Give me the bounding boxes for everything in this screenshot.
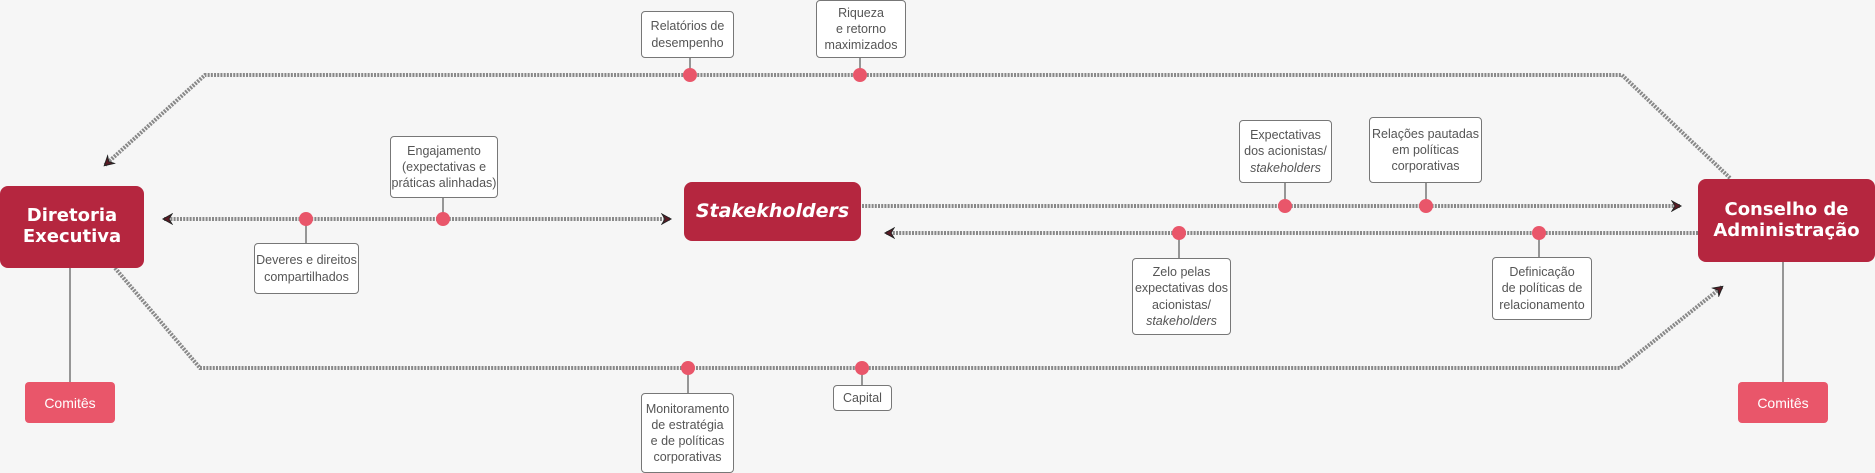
label-relatorios-line1: Relatórios de [650, 19, 725, 34]
label-relacoes: Relações pautadas em políticas corporati… [1369, 117, 1482, 183]
dot-monitoramento [681, 361, 695, 375]
dot-riqueza [853, 68, 867, 82]
label-expectativas-line1: Expectativas [1250, 128, 1321, 143]
label-riqueza-line1: Riqueza [838, 5, 884, 20]
dot-relatorios [683, 68, 697, 82]
dot-engajamento [436, 212, 450, 226]
label-engajamento-line3: práticas alinhadas) [391, 176, 497, 191]
label-monitoramento-line2: de estratégia [651, 417, 724, 432]
label-capital-line1: Capital [843, 390, 882, 405]
comites-left: Comitês [25, 382, 115, 423]
label-monitoramento-line4: corporativas [653, 450, 722, 465]
label-monitoramento-line1: Monitoramento [645, 401, 730, 416]
label-definicao-line1: Definicação [1509, 265, 1575, 280]
dot-capital [855, 361, 869, 375]
label-relacoes-line1: Relações pautadas [1371, 126, 1480, 141]
label-expectativas-line2: dos acionistas/ [1244, 144, 1327, 159]
label-riqueza-line2: e retorno [835, 21, 887, 36]
label-expectativas: Expectativas dos acionistas/ stakeholder… [1239, 120, 1332, 183]
dot-expectativas [1278, 199, 1292, 213]
label-riqueza: Riqueza e retorno maximizados [816, 0, 906, 58]
label-zelo-line4: stakeholders [1146, 313, 1217, 328]
label-definicao-line2: de políticas de [1501, 281, 1583, 296]
label-relatorios-line2: desempenho [651, 35, 724, 50]
label-monitoramento: Monitoramento de estratégia e de polític… [641, 393, 734, 473]
dot-deveres [299, 212, 313, 226]
diretoria-line1: Diretoria [26, 205, 118, 227]
label-deveres-line2: compartilhados [264, 269, 349, 284]
label-capital: Capital [833, 385, 892, 411]
label-zelo: Zelo pelas expectativas dos acionistas/ … [1132, 258, 1231, 335]
dot-definicao [1532, 226, 1546, 240]
label-engajamento-line1: Engajamento [407, 143, 481, 158]
label-relacoes-line3: corporativas [1391, 159, 1460, 174]
dot-zelo [1172, 226, 1186, 240]
label-expectativas-line3: stakeholders [1250, 160, 1321, 175]
label-relacoes-line2: em políticas [1392, 142, 1459, 157]
label-zelo-line3: acionistas/ [1151, 297, 1212, 312]
conselho-line2: Administração [1713, 219, 1860, 241]
label-deveres: Deveres e direitos compartilhados [254, 243, 359, 294]
label-engajamento-line2: (expectativas e [401, 159, 487, 174]
diretoria-line2: Executiva [22, 226, 122, 247]
stakeholders-label: Stakekholders [695, 199, 850, 222]
label-definicao-line3: relacionamento [1499, 297, 1585, 312]
label-deveres-line1: Deveres e direitos [256, 253, 357, 268]
label-zelo-line2: expectativas dos [1134, 281, 1229, 296]
bottom-loop-connector [113, 266, 1722, 370]
dot-relacoes [1419, 199, 1433, 213]
label-riqueza-line3: maximizados [824, 38, 898, 53]
comites-right: Comitês [1738, 382, 1828, 423]
label-zelo-line1: Zelo pelas [1152, 265, 1211, 279]
label-relatorios: Relatórios de desempenho [641, 11, 734, 58]
label-monitoramento-line3: e de políticas [650, 434, 725, 448]
label-engajamento: Engajamento (expectativas e práticas ali… [390, 136, 498, 198]
top-loop-connector [105, 73, 1732, 180]
label-definicao: Definicação de políticas de relacionamen… [1492, 257, 1592, 320]
conselho-line1: Conselho de [1724, 198, 1849, 220]
stakeholders-node: Stakekholders [684, 182, 861, 241]
